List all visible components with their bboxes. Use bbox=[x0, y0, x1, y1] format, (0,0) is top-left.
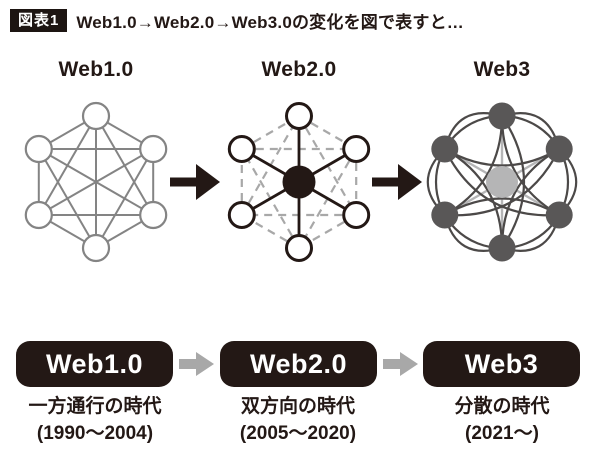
timeline-arrow-right-icon bbox=[383, 352, 418, 376]
era-label: 分散の時代 bbox=[454, 396, 550, 417]
web1-nodes bbox=[24, 101, 168, 263]
web1-network-diagram bbox=[24, 101, 168, 263]
timeline-caption-web3: 分散の時代 (2021〜) bbox=[392, 393, 600, 447]
web3-center-node bbox=[486, 166, 518, 198]
diagram-label-web3: Web3 bbox=[473, 58, 531, 81]
web1-mesh-edges bbox=[37, 115, 155, 249]
transition-arrow-right-icon bbox=[170, 164, 220, 200]
transition-arrow-right-icon bbox=[372, 164, 422, 200]
timeline-pill-web1: Web1.0 bbox=[16, 341, 173, 387]
timeline-caption-web1: 一方通行の時代 (1990〜2004) bbox=[0, 393, 205, 447]
era-label: 一方通行の時代 bbox=[28, 396, 162, 417]
web2-hub-node bbox=[282, 165, 316, 199]
era-years: (2005〜2020) bbox=[239, 423, 357, 444]
timeline-pill-web2: Web2.0 bbox=[220, 341, 377, 387]
web2-network-diagram bbox=[227, 102, 371, 262]
era-years: (2021〜) bbox=[465, 423, 539, 444]
era-years: (1990〜2004) bbox=[36, 423, 154, 444]
web3-curved-edges bbox=[426, 112, 578, 252]
timeline-arrow-right-icon bbox=[179, 352, 214, 376]
diagram-label-web1: Web1.0 bbox=[58, 58, 134, 81]
web3-network-diagram bbox=[426, 102, 578, 262]
era-label: 双方向の時代 bbox=[240, 396, 355, 417]
web3-nodes bbox=[431, 102, 573, 262]
figure-header: 図表1 Web1.0→Web2.0→Web3.0の変化を図で表すと… bbox=[10, 8, 464, 33]
network-diagrams bbox=[24, 101, 578, 263]
timeline-pill-web3: Web3 bbox=[423, 341, 580, 387]
diagram-label-web2: Web2.0 bbox=[261, 58, 337, 81]
figure-number-badge: 図表1 bbox=[10, 9, 68, 32]
figure-title: Web1.0→Web2.0→Web3.0の変化を図で表すと… bbox=[76, 13, 464, 32]
timeline-caption-web2: 双方向の時代 (2005〜2020) bbox=[188, 393, 408, 447]
web2-nodes bbox=[227, 102, 371, 262]
